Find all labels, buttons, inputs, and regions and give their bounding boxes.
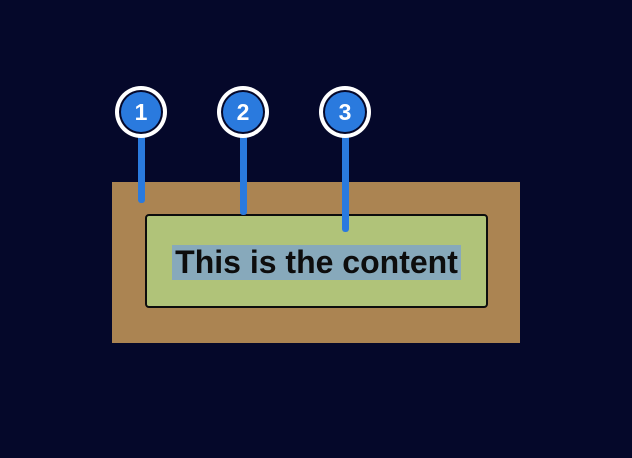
callout-line-2 — [240, 130, 247, 215]
callout-number: 1 — [134, 98, 148, 125]
callout-badge-2: 2 — [223, 92, 263, 132]
content-text: This is the content — [172, 245, 461, 280]
callout-line-1 — [138, 130, 145, 203]
callout-number: 2 — [236, 98, 250, 125]
border-and-padding-area: This is the content — [145, 214, 488, 308]
callout-badge-3: 3 — [325, 92, 365, 132]
callout-number: 3 — [338, 98, 352, 125]
callout-line-3 — [342, 130, 349, 232]
callout-badge-1: 1 — [121, 92, 161, 132]
